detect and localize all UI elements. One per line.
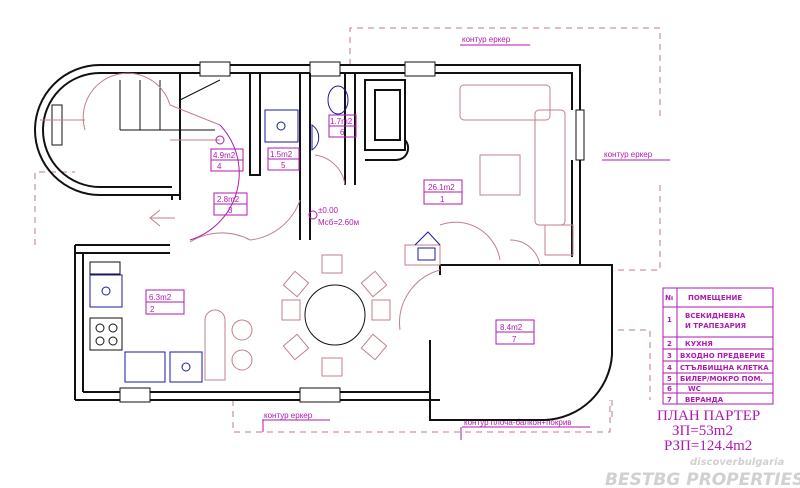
contour-label-bottom-left: контур еркер [264,411,313,420]
svg-text:ВЕРАНДА: ВЕРАНДА [685,396,724,404]
svg-text:1.7m2: 1.7m2 [330,117,353,126]
room-tag-7: 8.4m2 7 [495,319,535,345]
svg-text:2: 2 [150,305,155,314]
contour-lines [34,27,670,440]
svg-text:БИЛЕР/МОКРО ПОМ.: БИЛЕР/МОКРО ПОМ. [680,375,763,383]
svg-text:ПОМЕЩЕНИЕ: ПОМЕЩЕНИЕ [688,294,742,302]
room-tag-5: 1.5m2 5 [267,147,300,171]
svg-text:8.4m2: 8.4m2 [500,323,523,332]
svg-text:1: 1 [667,316,672,324]
watermark-bestbg: BESTBG PROPERTIES [605,470,800,488]
svg-text:6.3m2: 6.3m2 [149,293,172,302]
svg-text:6: 6 [667,385,672,393]
svg-text:5: 5 [667,375,672,383]
svg-text:4: 4 [667,364,672,372]
svg-text:2.8m2: 2.8m2 [217,195,240,204]
plan-title: ПЛАН ПАРТЕР [657,408,760,424]
svg-text:7: 7 [512,335,517,344]
svg-text:3: 3 [667,352,672,360]
svg-text:№: № [665,294,674,302]
svg-text:ВСЕКИДНЕВНА: ВСЕКИДНЕВНА [685,312,746,320]
contour-label-bottom-right: контур плоча-балкон+покрив [464,418,572,427]
svg-text:1.5m2: 1.5m2 [270,150,293,159]
svg-text:ВХОДНО ПРЕДВЕРИЕ: ВХОДНО ПРЕДВЕРИЕ [680,352,765,360]
room-tag-6: 1.7m2 6 [328,114,357,138]
staircase [40,72,240,241]
contour-label-top: контур еркер [462,35,511,44]
svg-text:5: 5 [281,161,286,170]
svg-text:3: 3 [228,206,233,215]
contour-label-right: контур еркер [604,150,653,159]
room-tag-3: 2.8m2 3 [213,192,248,216]
svg-text:WC: WC [688,385,701,393]
furniture [89,84,574,383]
svg-text:СТЪЛБИЩНА КЛЕТКА: СТЪЛБИЩНА КЛЕТКА [680,364,769,372]
svg-text:КУХНЯ: КУХНЯ [685,340,713,348]
room-tag-1: 26.1m2 1 [423,179,463,205]
room-tags: 26.1m2 1 6.3m2 2 2.8m2 3 4.9m2 4 1.5m2 5 1.7m… [145,114,535,345]
walls [34,61,613,421]
built-area: ЗП=53m2 [672,423,733,439]
room-tag-4: 4.9m2 4 [210,148,244,172]
watermark-discoverbulgaria: discoverbulgaria [690,457,785,468]
total-built-area: РЗП=124.4m2 [664,438,752,454]
svg-text:И ТРАПЕЗАРИЯ: И ТРАПЕЗАРИЯ [685,322,746,330]
room-legend-table: № ПОМЕЩЕНИЕ 1 ВСЕКИДНЕВНА И ТРАПЕЗАРИЯ 2… [662,287,774,405]
level-zero: ±0.00 [318,206,339,215]
svg-text:6: 6 [340,128,345,137]
ceiling-height: Мсб=2.60м [318,218,359,227]
svg-text:4: 4 [217,162,222,171]
svg-text:26.1m2: 26.1m2 [428,183,455,192]
svg-text:1: 1 [440,195,445,204]
doors [149,154,541,331]
svg-text:4.9m2: 4.9m2 [213,151,236,160]
svg-text:2: 2 [667,340,672,348]
room-tag-2: 6.3m2 2 [145,289,185,315]
svg-text:7: 7 [667,396,672,404]
